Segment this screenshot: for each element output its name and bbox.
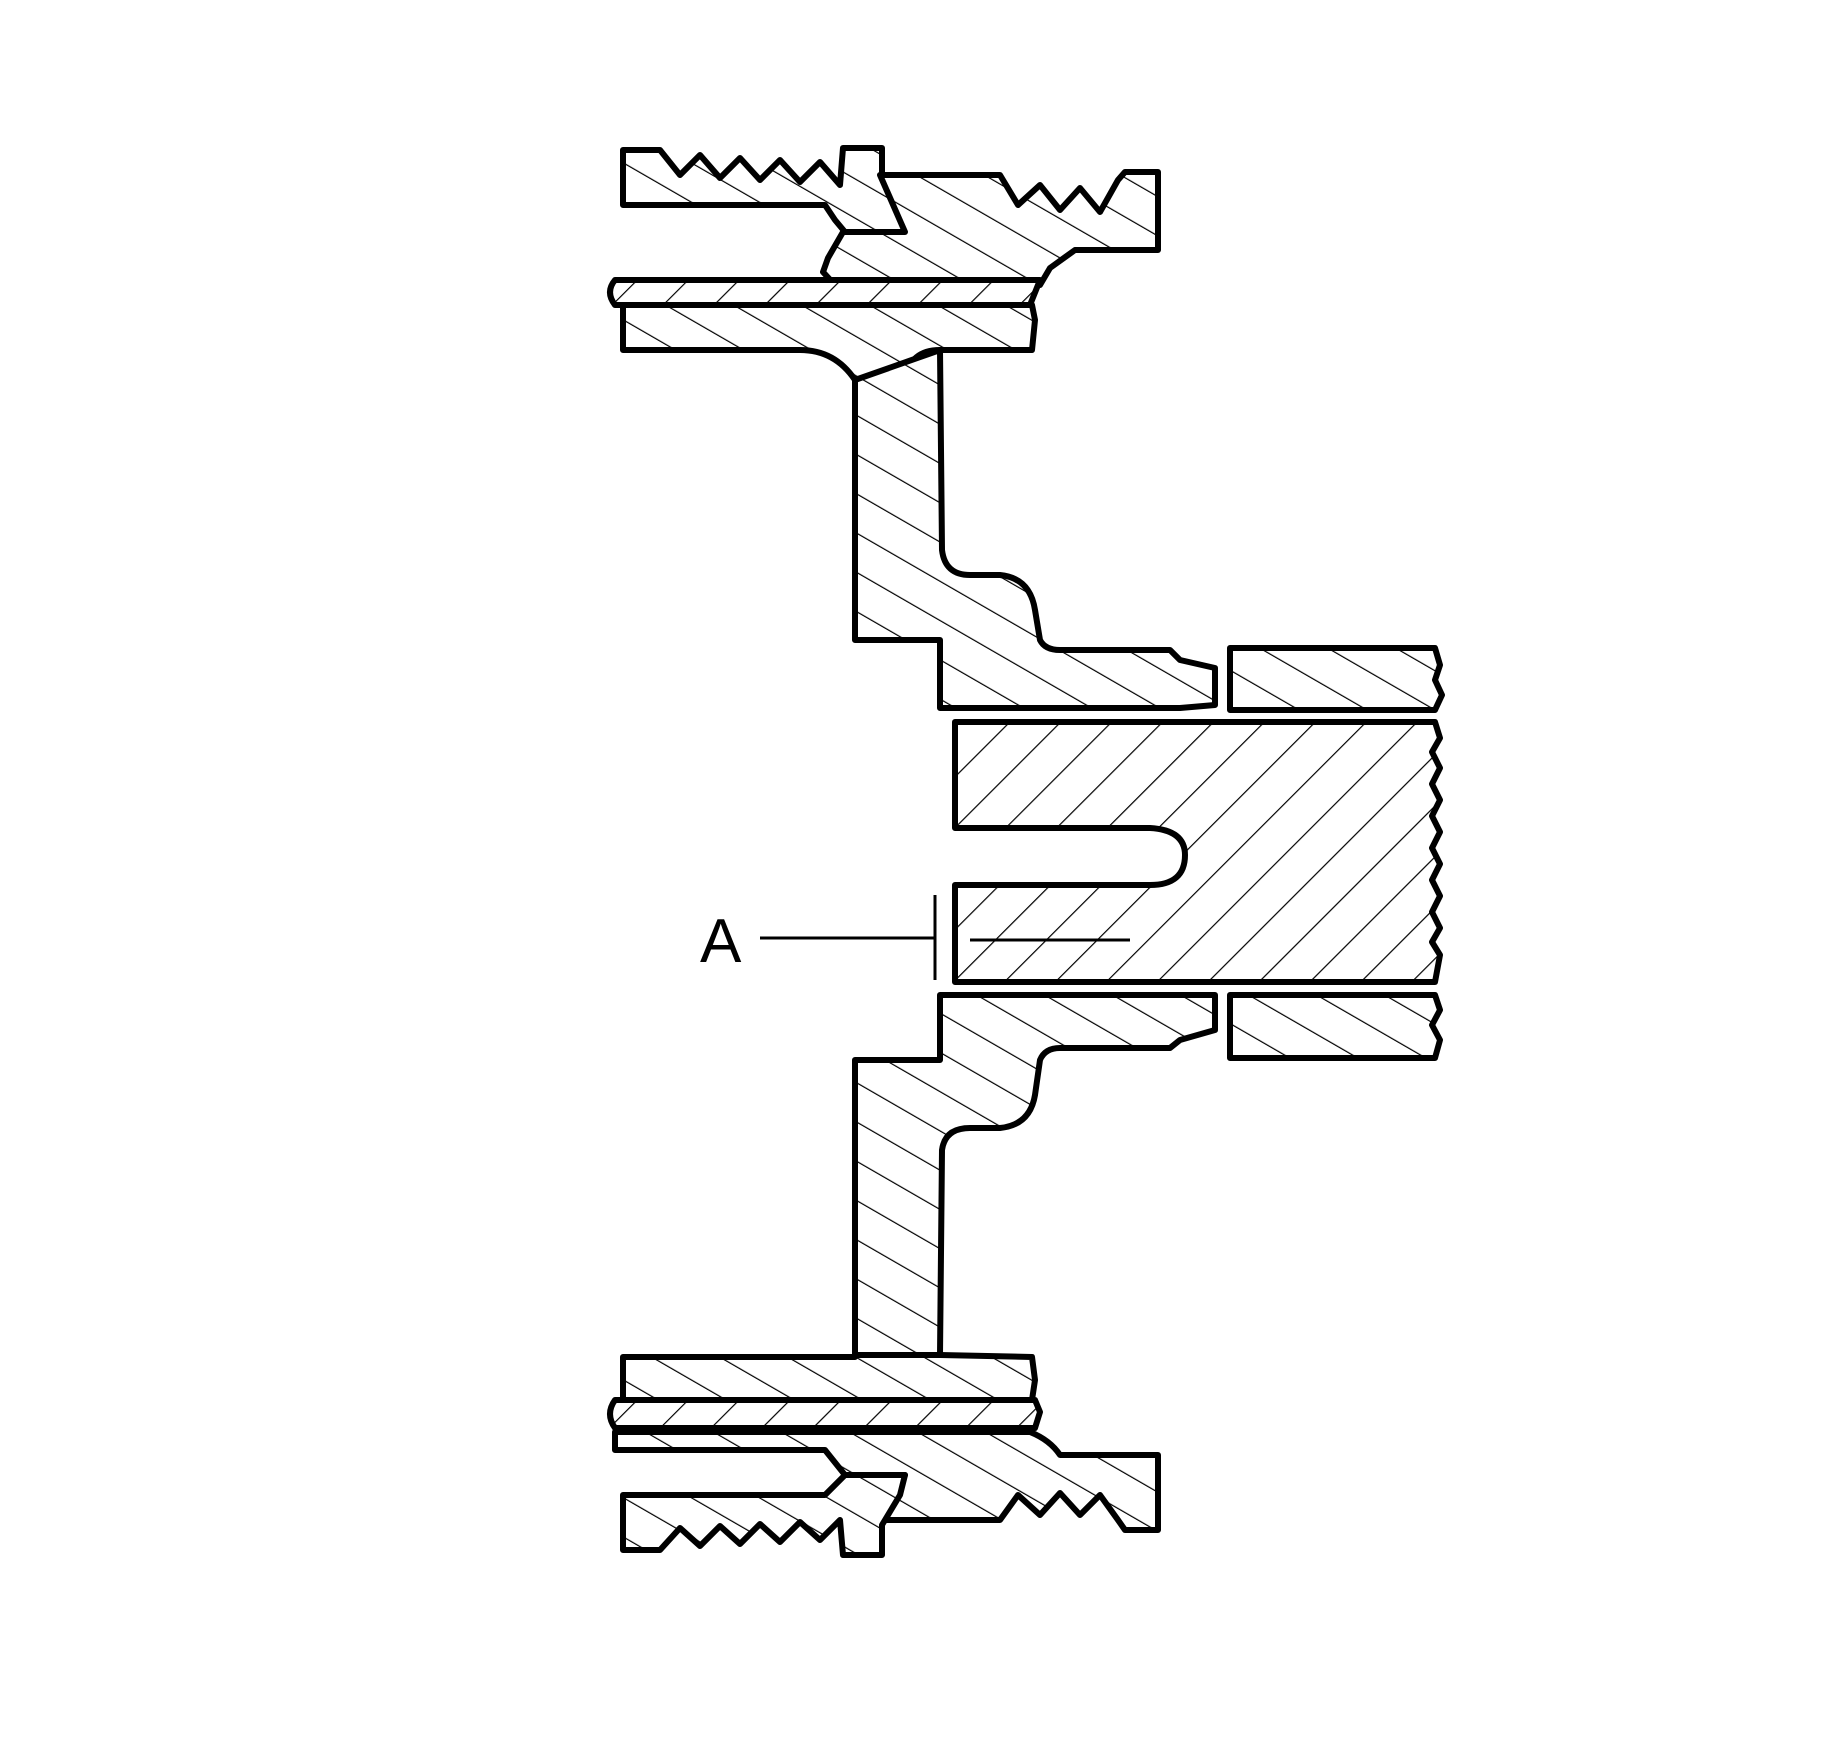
center-shaft [952,719,1443,985]
lower-right-block [1227,992,1443,1061]
lower-web [852,992,1218,1358]
upper-threaded-ring [620,145,908,235]
callout-a-label: A [700,907,742,976]
shaft-body [952,719,1443,985]
upper-web [852,347,1218,711]
lower-thin-plate [607,1397,1043,1431]
upper-flange-assembly [607,145,1445,713]
upper-thin-plate [607,277,1043,308]
lower-flange-assembly [607,992,1443,1558]
callout-a: A [700,895,937,980]
lower-base-plate [620,1352,1038,1403]
lower-threaded-ring [620,1472,908,1558]
upper-right-block [1227,645,1445,713]
upper-base-plate [620,302,1038,383]
